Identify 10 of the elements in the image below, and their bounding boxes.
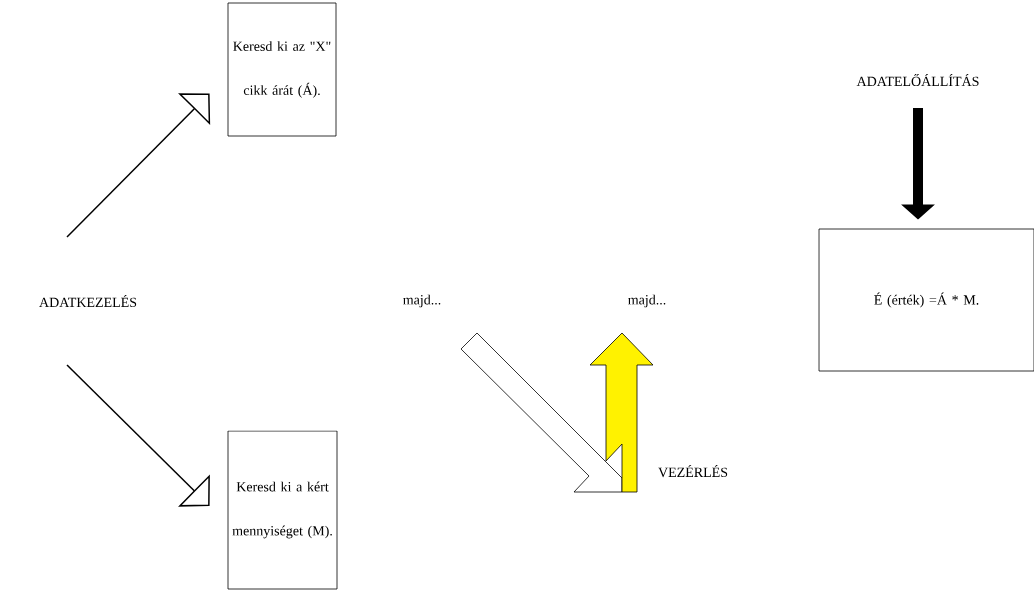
process-box: Keresd ki a kért mennyiséget (M). [227,430,338,590]
label-text: VEZÉRLÉS [658,464,728,478]
arrow [66,364,210,507]
process-box: É (érték) =Á * M. [818,228,1034,372]
process-box: Keresd ki az "X" cikk árát (Á). [227,2,337,137]
heading-text: ADATELŐÁLLÍTÁS [856,73,979,87]
heading-text: ADATKEZELÉS [39,294,137,308]
label-text: majd... [403,294,441,308]
label-text: majd... [628,294,666,308]
arrow [66,93,211,238]
